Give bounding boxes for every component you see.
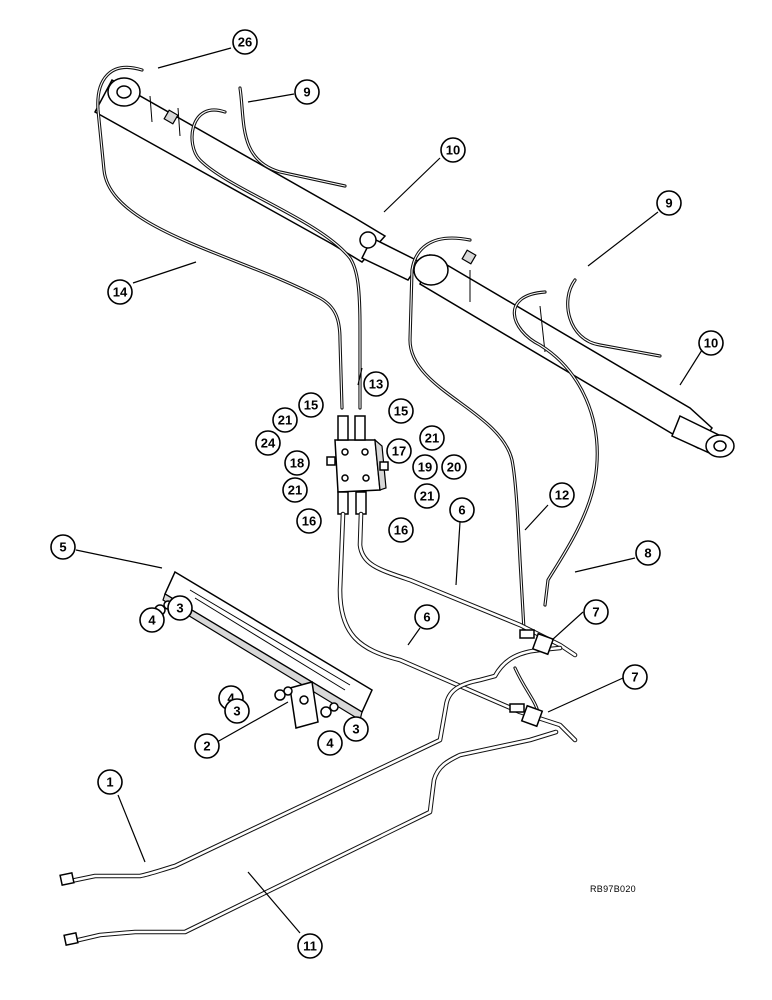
svg-text:11: 11 xyxy=(303,939,317,954)
hose-12 xyxy=(408,236,526,632)
svg-text:21: 21 xyxy=(420,489,434,504)
callout-10-lower[interactable]: 10 xyxy=(698,330,724,356)
figure-code: RB97B020 xyxy=(590,884,636,894)
callout-21-bottom-left[interactable]: 21 xyxy=(282,477,308,503)
svg-text:4: 4 xyxy=(326,736,334,751)
svg-text:6: 6 xyxy=(423,610,430,625)
hose-13 xyxy=(190,108,362,410)
svg-text:21: 21 xyxy=(278,413,292,428)
svg-text:5: 5 xyxy=(59,540,66,555)
tee-fitting-upper xyxy=(519,629,555,656)
svg-text:12: 12 xyxy=(555,488,569,503)
svg-text:17: 17 xyxy=(392,444,406,459)
callout-16-left[interactable]: 16 xyxy=(296,508,322,534)
callout-13[interactable]: 13 xyxy=(363,371,389,397)
svg-text:3: 3 xyxy=(352,722,359,737)
svg-text:26: 26 xyxy=(238,35,252,50)
svg-text:14: 14 xyxy=(113,285,128,300)
svg-text:9: 9 xyxy=(303,85,310,100)
svg-text:10: 10 xyxy=(704,336,718,351)
callout-3-right[interactable]: 3 xyxy=(343,716,369,742)
svg-text:3: 3 xyxy=(176,601,183,616)
svg-text:18: 18 xyxy=(290,456,304,471)
callout-2[interactable]: 2 xyxy=(194,733,220,759)
hose-9-lower xyxy=(566,278,662,358)
svg-text:24: 24 xyxy=(261,436,276,451)
svg-text:9: 9 xyxy=(665,196,672,211)
svg-text:15: 15 xyxy=(394,404,408,419)
callout-4-right[interactable]: 4 xyxy=(317,730,343,756)
callout-16-right[interactable]: 16 xyxy=(388,517,414,543)
svg-text:10: 10 xyxy=(446,143,460,158)
tube-1-end-fitting xyxy=(59,871,75,887)
svg-text:19: 19 xyxy=(418,460,432,475)
callout-15-left[interactable]: 15 xyxy=(298,392,324,418)
svg-text:1: 1 xyxy=(106,775,113,790)
svg-text:21: 21 xyxy=(288,483,302,498)
svg-text:6: 6 xyxy=(458,503,465,518)
callout-5[interactable]: 5 xyxy=(50,534,76,560)
tube-1 xyxy=(63,645,563,885)
callout-4-left[interactable]: 4 xyxy=(139,607,165,633)
callout-6-lower[interactable]: 6 xyxy=(414,604,440,630)
tube-11 xyxy=(67,729,559,945)
svg-text:4: 4 xyxy=(227,691,235,706)
callout-3-left[interactable]: 3 xyxy=(167,595,193,621)
svg-text:16: 16 xyxy=(302,514,316,529)
callout-21-top-left[interactable]: 21 xyxy=(272,407,298,433)
hose-8 xyxy=(512,290,599,607)
svg-text:15: 15 xyxy=(304,398,318,413)
callout-24[interactable]: 24 xyxy=(255,430,281,456)
tube-6-left xyxy=(337,511,578,743)
hose-9-upper xyxy=(238,86,347,188)
callout-17[interactable]: 17 xyxy=(386,438,412,464)
svg-text:3: 3 xyxy=(233,704,240,719)
callout-11[interactable]: 11 xyxy=(297,933,323,959)
svg-text:16: 16 xyxy=(394,523,408,538)
callout-19[interactable]: 19 xyxy=(412,454,438,480)
tube-6-right xyxy=(357,511,578,658)
svg-text:20: 20 xyxy=(447,460,461,475)
callout-7-lower[interactable]: 7 xyxy=(622,664,648,690)
clamp xyxy=(289,681,319,729)
svg-text:2: 2 xyxy=(203,739,210,754)
callout-21-bottom-right[interactable]: 21 xyxy=(414,483,440,509)
callout-21-top-right[interactable]: 21 xyxy=(419,425,445,451)
callout-26[interactable]: 26 xyxy=(232,29,258,55)
leader-lines xyxy=(75,47,703,934)
callout-12[interactable]: 12 xyxy=(549,482,575,508)
cylinder-lower xyxy=(413,249,735,458)
svg-text:7: 7 xyxy=(631,670,638,685)
tee-fitting-lower xyxy=(509,703,544,728)
callout-9-lower[interactable]: 9 xyxy=(656,190,682,216)
cylinder-upper xyxy=(93,77,422,281)
tube-11-end-fitting xyxy=(63,931,79,947)
valve-block xyxy=(326,415,389,515)
svg-text:21: 21 xyxy=(425,431,439,446)
callout-9-upper[interactable]: 9 xyxy=(294,79,320,105)
callout-20[interactable]: 20 xyxy=(441,454,467,480)
svg-text:7: 7 xyxy=(592,605,599,620)
svg-text:13: 13 xyxy=(369,377,383,392)
svg-text:4: 4 xyxy=(148,613,156,628)
svg-text:8: 8 xyxy=(644,546,651,561)
callout-10-upper[interactable]: 10 xyxy=(440,137,466,163)
callout-18[interactable]: 18 xyxy=(284,450,310,476)
callout-8[interactable]: 8 xyxy=(635,540,661,566)
callout-3-clamp-left[interactable]: 3 xyxy=(224,698,250,724)
callout-1[interactable]: 1 xyxy=(97,769,123,795)
callout-6-upper[interactable]: 6 xyxy=(449,497,475,523)
hose-14 xyxy=(96,65,344,410)
callout-15-right[interactable]: 15 xyxy=(388,398,414,424)
callout-7-upper[interactable]: 7 xyxy=(583,599,609,625)
callout-14[interactable]: 14 xyxy=(107,279,133,305)
